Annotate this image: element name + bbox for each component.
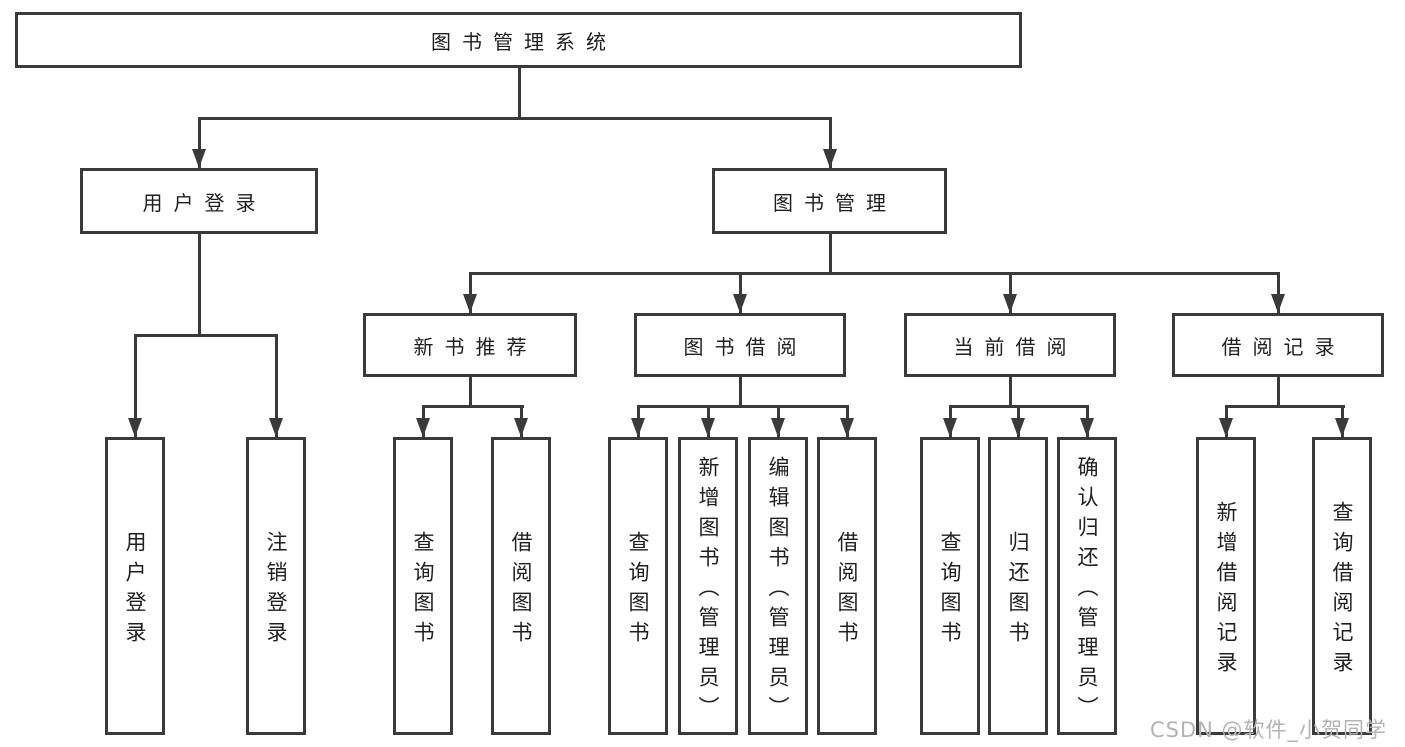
leaf-add-book-admin-label: 新增图书（管理员） — [696, 455, 720, 726]
arrow-down-icon — [733, 294, 747, 313]
arrow-down-icon — [514, 418, 528, 437]
leaf-add-book-admin: 新增图书（管理员） — [678, 437, 738, 735]
arrow-down-icon — [840, 418, 854, 437]
connector-line — [1009, 377, 1012, 406]
connector-line — [422, 405, 524, 408]
connector-line — [829, 117, 832, 168]
arrow-down-icon — [701, 418, 715, 437]
connector-line — [198, 234, 201, 335]
leaf-query-books-recommend-label: 查询图书 — [411, 530, 435, 651]
node-user-login-label: 用户登录 — [142, 190, 267, 215]
leaf-borrow-books: 借阅图书 — [817, 437, 877, 735]
leaf-confirm-return-admin: 确认归还（管理员） — [1057, 437, 1117, 735]
leaf-borrow-books-label: 借阅图书 — [835, 530, 859, 651]
connector-line — [134, 334, 278, 337]
leaf-return-books: 归还图书 — [988, 437, 1048, 735]
leaf-logout-label: 注销登录 — [264, 530, 288, 651]
connector-line — [198, 117, 201, 168]
connector-line — [469, 377, 472, 406]
leaf-confirm-return-admin-label: 确认归还（管理员） — [1075, 455, 1099, 726]
connector-line — [1277, 272, 1280, 313]
connector-line — [198, 117, 832, 120]
node-current-borrowing: 当前借阅 — [904, 313, 1116, 377]
node-book-management-label: 图书管理 — [773, 190, 897, 215]
node-current-borrowing-label: 当前借阅 — [953, 334, 1078, 359]
arrow-down-icon — [463, 294, 477, 313]
leaf-query-borrow-record: 查询借阅记录 — [1312, 437, 1372, 735]
connector-line — [275, 334, 278, 437]
leaf-query-books-recommend: 查询图书 — [393, 437, 453, 735]
leaf-borrow-books-recommend-label: 借阅图书 — [509, 530, 533, 651]
arrow-down-icon — [1219, 418, 1233, 437]
leaf-add-borrow-record-label: 新增借阅记录 — [1214, 500, 1238, 681]
arrow-down-icon — [823, 149, 837, 168]
node-book-borrowing: 图书借阅 — [634, 313, 846, 377]
arrow-down-icon — [128, 418, 142, 437]
node-book-borrowing-label: 图书借阅 — [683, 334, 808, 359]
leaf-borrow-books-recommend: 借阅图书 — [491, 437, 551, 735]
connector-line — [134, 334, 137, 437]
leaf-query-books-borrow-label: 查询图书 — [626, 530, 650, 651]
connector-line — [469, 272, 1280, 275]
leaf-return-books-label: 归还图书 — [1006, 530, 1030, 651]
node-new-book-recommendation: 新书推荐 — [363, 313, 577, 377]
leaf-edit-book-admin: 编辑图书（管理员） — [748, 437, 808, 735]
arrow-down-icon — [1003, 294, 1017, 313]
arrow-down-icon — [192, 149, 206, 168]
arrow-down-icon — [771, 418, 785, 437]
leaf-query-borrow-record-label: 查询借阅记录 — [1330, 500, 1354, 681]
node-borrowing-records: 借阅记录 — [1172, 313, 1384, 377]
leaf-add-borrow-record: 新增借阅记录 — [1196, 437, 1256, 735]
node-new-book-recommendation-label: 新书推荐 — [413, 334, 538, 359]
connector-line — [739, 272, 742, 313]
node-root: 图书管理系统 — [15, 12, 1022, 68]
arrow-down-icon — [1011, 418, 1025, 437]
leaf-query-books-current: 查询图书 — [920, 437, 980, 735]
node-book-management: 图书管理 — [712, 168, 947, 234]
arrow-down-icon — [416, 418, 430, 437]
connector-line — [1277, 377, 1280, 406]
arrow-down-icon — [631, 418, 645, 437]
connector-line — [1225, 405, 1345, 408]
leaf-user-login: 用户登录 — [105, 437, 165, 735]
node-root-label: 图书管理系统 — [431, 29, 617, 54]
connector-line — [829, 234, 832, 273]
connector-line — [469, 272, 472, 313]
arrow-down-icon — [1080, 418, 1094, 437]
connector-line — [739, 377, 742, 406]
leaf-user-login-label: 用户登录 — [123, 530, 147, 651]
watermark: CSDN @软件_小贺同学 — [1150, 718, 1388, 742]
arrow-down-icon — [943, 418, 957, 437]
node-user-login: 用户登录 — [80, 168, 318, 234]
connector-line — [637, 405, 849, 408]
leaf-logout: 注销登录 — [246, 437, 306, 735]
leaf-query-books-current-label: 查询图书 — [938, 530, 962, 651]
connector-line — [518, 68, 521, 118]
leaf-edit-book-admin-label: 编辑图书（管理员） — [766, 455, 790, 726]
arrow-down-icon — [1335, 418, 1349, 437]
arrow-down-icon — [1271, 294, 1285, 313]
arrow-down-icon — [269, 418, 283, 437]
leaf-query-books-borrow: 查询图书 — [608, 437, 668, 735]
node-borrowing-records-label: 借阅记录 — [1221, 334, 1346, 359]
connector-line — [1009, 272, 1012, 313]
